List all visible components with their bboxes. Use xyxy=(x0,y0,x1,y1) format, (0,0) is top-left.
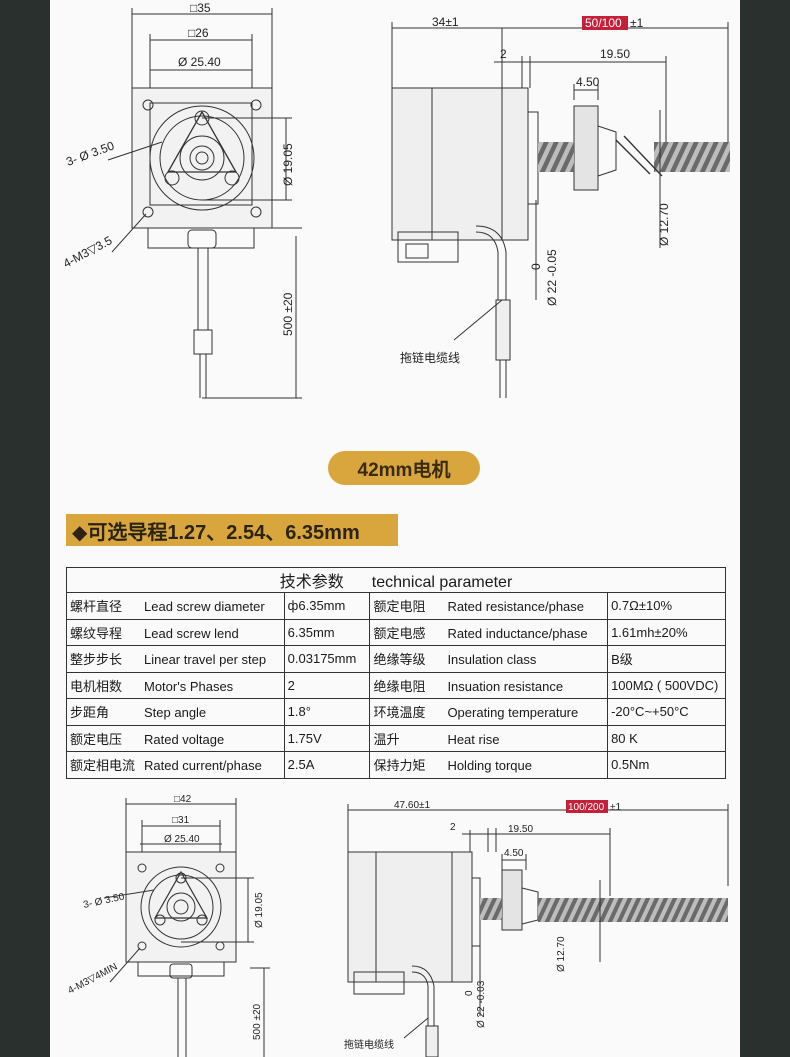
header-en: technical parameter xyxy=(371,574,513,591)
table-row: 额定相电流 Rated current/phase 2.5A 保持力矩 Holdin… xyxy=(66,751,726,779)
param-cn: 保持力矩 xyxy=(373,758,426,774)
param-cn: 额定电阻 xyxy=(373,599,426,615)
header-cn: 技术参数 xyxy=(279,574,344,591)
dim-mount: 4-M3▽3.5 xyxy=(61,233,115,271)
dim-boss-tol-top: 0 xyxy=(464,990,475,996)
lead-options-banner: ◆可选导程1.27、2.54、6.35mm xyxy=(66,514,398,546)
param-value: 0.03175mm xyxy=(283,645,371,673)
table-row: 电机相数 Motor's Phases 2 绝缘电阻 Insuation resis… xyxy=(66,671,726,699)
param-cn: 螺纹导程 xyxy=(70,625,123,641)
param-cn: 环境温度 xyxy=(373,705,426,721)
dim-screw-tol: ±1 xyxy=(610,802,621,813)
param-cn: 步距角 xyxy=(70,705,110,721)
dim-nut-offset: 19.50 xyxy=(508,824,533,835)
cable-label: 拖链电缆线 xyxy=(400,350,460,365)
param-value: B级 xyxy=(607,645,726,673)
param-cn: 螺杆直径 xyxy=(70,599,123,615)
table-row: 额定电压 Rated voltage 1.75V 温升 Heat rise 80 K xyxy=(66,724,726,752)
table-row: 螺纹导程 Lead screw lend 6.35mm 额定电感 Rated ind… xyxy=(66,618,726,646)
param-en: Lead screw lend xyxy=(144,625,239,641)
param-en: Step angle xyxy=(144,705,207,721)
dim-mount: 4-M3▽4MIN xyxy=(66,961,119,996)
param-cn: 额定电压 xyxy=(70,731,123,747)
table-row: 整步步长 Linear travel per step 0.03175mm 绝缘等… xyxy=(66,645,726,673)
param-en: Rated current/phase xyxy=(144,758,262,774)
spec-table: 技术参数 technical parameter 螺杆直径 Lead screw d… xyxy=(66,567,726,779)
dim-nut-width: 4.50 xyxy=(504,848,524,859)
dim-shoulder: 2 xyxy=(500,47,507,61)
param-value: 80 K xyxy=(607,724,726,752)
dim-inner: □31 xyxy=(172,815,190,826)
param-value: 2.5A xyxy=(283,751,371,779)
param-en: Rated resistance/phase xyxy=(447,599,585,615)
table-row: 步距角 Step angle 1.8° 环境温度 Operating tempera… xyxy=(66,698,726,726)
dim-nut-offset: 19.50 xyxy=(600,47,630,61)
dim-screw-tol: ±1 xyxy=(630,16,644,30)
param-cn: 额定相电流 xyxy=(70,758,136,774)
bottom-drawing: □42 □31 Ø 25.40 3- Ø 3.50 Ø 19.05 4-M3▽4… xyxy=(66,794,729,1057)
param-en: Linear travel per step xyxy=(144,652,267,668)
param-value: -20°C~+50°C xyxy=(607,698,726,726)
param-value: 6.35mm xyxy=(283,618,371,646)
dim-pcd: Ø 19.05 xyxy=(281,143,295,186)
dim-nut-width: 4.50 xyxy=(576,75,600,89)
dim-pcd: Ø 19.05 xyxy=(254,892,265,928)
dim-screw-len: 100/200 xyxy=(568,802,605,813)
param-cn: 温升 xyxy=(373,731,400,747)
dim-boss-tol-top: 0 xyxy=(529,263,543,270)
dim-cable: 500 ±20 xyxy=(281,292,295,336)
param-en: Operating temperature xyxy=(447,705,579,721)
dim-screw-dia: Ø 12.70 xyxy=(556,936,567,972)
param-en: Motor's Phases xyxy=(144,678,234,694)
dim-inner: □26 xyxy=(188,26,209,40)
param-value: 0.5Nm xyxy=(607,751,726,779)
dim-boss: Ø 25.40 xyxy=(164,834,200,845)
param-en: Insuation resistance xyxy=(447,678,564,694)
param-en: Holding torque xyxy=(447,758,532,774)
motor-size-badge: 42mm电机 xyxy=(328,451,480,485)
param-value: 2 xyxy=(283,671,371,699)
param-value: 100MΩ ( 500VDC) xyxy=(607,671,726,699)
param-value: 1.8° xyxy=(283,698,371,726)
param-en: Lead screw diameter xyxy=(144,599,265,615)
param-value: 0.7Ω±10% xyxy=(607,592,726,620)
cable-label: 拖链电缆线 xyxy=(344,1038,394,1051)
dim-body-len: 34±1 xyxy=(432,15,459,29)
top-drawing: □35 □26 Ø 25.40 3- Ø 3.50 Ø 19.05 4-M3▽3… xyxy=(61,1,730,399)
spec-table-header: 技术参数 technical parameter xyxy=(66,567,726,593)
param-cn: 绝缘等级 xyxy=(373,652,426,668)
param-value: 1.75V xyxy=(283,724,371,752)
param-en: Heat rise xyxy=(447,731,500,747)
param-en: Insulation class xyxy=(447,652,537,668)
dim-body-len: 47.60±1 xyxy=(394,800,431,811)
dim-holes: 3- Ø 3.50 xyxy=(82,891,125,911)
dim-boss: Ø 25.40 xyxy=(178,55,221,69)
datasheet-page: □35 □26 Ø 25.40 3- Ø 3.50 Ø 19.05 4-M3▽3… xyxy=(50,0,740,1057)
dim-screw-dia: Ø 12.70 xyxy=(657,203,671,246)
dim-boss-tol: Ø 22 -0.05 xyxy=(545,249,559,306)
param-value: 1.61mh±20% xyxy=(607,618,726,646)
dim-outer: □42 xyxy=(174,794,192,805)
param-value: ф6.35mm xyxy=(283,592,371,620)
dim-outer: □35 xyxy=(190,1,211,15)
dim-holes: 3- Ø 3.50 xyxy=(64,138,116,168)
dim-shoulder: 2 xyxy=(450,822,456,833)
dim-screw-len: 50/100 xyxy=(585,16,622,30)
param-cn: 整步步长 xyxy=(70,652,123,668)
param-en: Rated inductance/phase xyxy=(447,625,588,641)
param-cn: 电机相数 xyxy=(70,678,123,694)
param-cn: 绝缘电阻 xyxy=(373,678,426,694)
dim-boss-tol: Ø 22 -0.03 xyxy=(476,980,487,1028)
param-en: Rated voltage xyxy=(144,731,225,747)
param-cn: 额定电感 xyxy=(373,625,426,641)
table-row: 螺杆直径 Lead screw diameter ф6.35mm 额定电阻 Rate… xyxy=(66,592,726,620)
dim-cable: 500 ±20 xyxy=(252,1003,263,1040)
